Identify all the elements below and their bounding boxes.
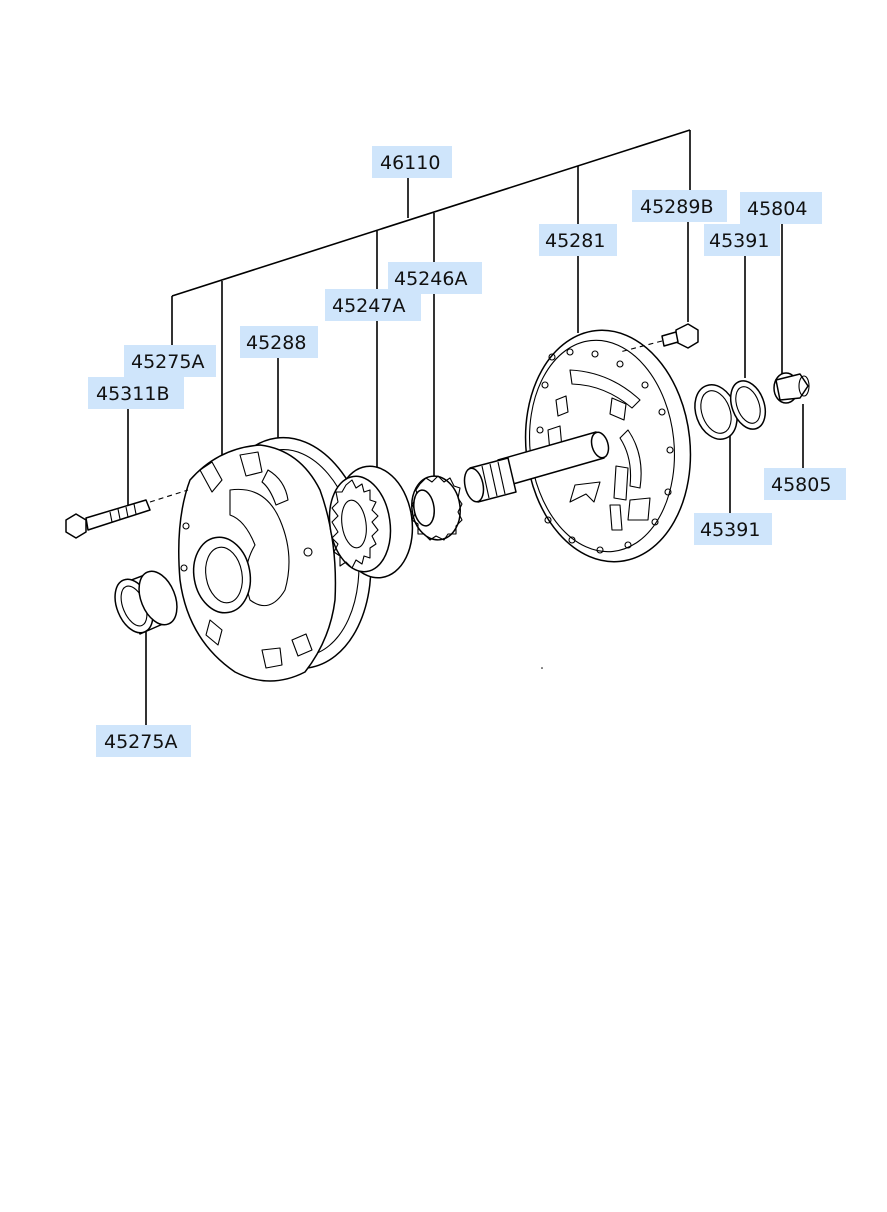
label-oring-top[interactable]: 45391 [704,224,780,256]
long-bolt-icon[interactable] [65,489,189,539]
label-gear-outer-text: 45247A [332,295,405,317]
label-assembly[interactable]: 46110 [372,146,452,178]
label-gear-inner[interactable]: 45246A [388,262,482,294]
oil-pump-body-icon[interactable] [178,427,386,682]
label-stator[interactable]: 45281 [539,224,617,256]
label-plug-text: 45804 [747,198,807,220]
label-seal-top[interactable]: 45275A [124,345,216,377]
label-seal-top-text: 45275A [131,351,204,373]
label-washer-text: 45805 [771,474,831,496]
stator-shaft-icon[interactable] [462,322,702,570]
label-bolt-small-text: 45289B [640,196,713,218]
leader-lines [127,129,804,727]
inner-gear-icon[interactable] [408,473,464,543]
label-gear-outer[interactable]: 45247A [325,289,421,321]
label-body[interactable]: 45288 [240,326,318,358]
o-ring-icon[interactable] [688,376,772,445]
label-body-text: 45288 [246,332,306,354]
label-oring-bottom-text: 45391 [700,519,760,541]
label-bolt-long-text: 45311B [96,383,169,405]
speck-dot [541,667,543,669]
label-seal-bottom-text: 45275A [104,731,177,753]
label-stator-text: 45281 [545,230,605,252]
plug-icon[interactable] [773,372,810,404]
oil-seal-icon[interactable] [108,566,185,639]
label-oring-bottom[interactable]: 45391 [694,513,772,545]
label-bolt-small[interactable]: 45289B [632,190,727,222]
label-washer[interactable]: 45805 [764,468,846,500]
label-seal-bottom[interactable]: 45275A [96,725,191,757]
label-plug[interactable]: 45804 [740,192,822,224]
label-gear-inner-text: 45246A [394,268,467,290]
label-bolt-long[interactable]: 45311B [88,377,184,409]
label-assembly-text: 46110 [380,152,440,174]
leader-assembly-bar [171,129,691,297]
label-oring-top-text: 45391 [709,230,769,252]
small-bolt-icon[interactable] [619,323,699,353]
outer-gear-icon[interactable] [324,461,420,582]
